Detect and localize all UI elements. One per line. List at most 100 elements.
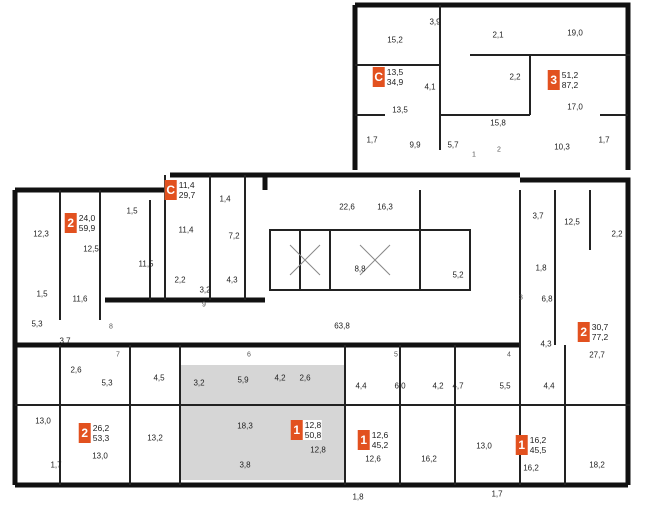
door-number: 4 [507, 351, 511, 359]
room-area: 12,3 [33, 229, 49, 239]
room-area: 2,6 [70, 365, 82, 375]
room-area: 2,2 [174, 275, 186, 285]
door-number: 9 [202, 301, 206, 309]
total-area: 53,3 [92, 433, 110, 443]
room-area: 2,2 [509, 72, 521, 82]
apartment-type: 1 [515, 435, 528, 455]
room-area: 2,6 [299, 373, 311, 383]
room-area: 1,7 [598, 135, 610, 145]
room-area: 9,9 [409, 140, 421, 150]
room-area: 5,3 [31, 319, 43, 329]
room-area: 17,0 [567, 102, 583, 112]
living-area: 51,2 [561, 70, 579, 80]
room-area: 3,9 [429, 17, 441, 27]
room-area: 1,7 [50, 460, 62, 470]
room-area: 18,2 [589, 460, 605, 470]
total-area: 87,2 [561, 80, 579, 90]
total-area: 29,7 [178, 190, 196, 200]
room-area: 4,4 [543, 381, 555, 391]
room-area: 27,7 [589, 350, 605, 360]
room-area: 16,3 [377, 202, 393, 212]
room-area: 22,6 [339, 202, 355, 212]
total-area: 45,2 [371, 440, 389, 450]
room-area: 6,0 [394, 381, 406, 391]
living-area: 30,7 [591, 322, 609, 332]
total-area: 50,8 [304, 430, 322, 440]
room-area: 4,3 [226, 275, 238, 285]
apartment-type: 2 [577, 322, 590, 342]
room-area: 2,2 [611, 229, 623, 239]
room-area: 5,9 [237, 375, 249, 385]
door-number: 6 [247, 351, 251, 359]
room-area: 3,7 [532, 211, 544, 221]
door-number: 2 [497, 146, 501, 154]
apartment-type: С [164, 180, 177, 200]
living-area: 24,0 [78, 213, 96, 223]
living-area: 26,2 [92, 423, 110, 433]
room-area: 11,4 [178, 225, 194, 235]
living-area: 12,8 [304, 420, 322, 430]
door-number: 1 [472, 151, 476, 159]
total-area: 77,2 [591, 332, 609, 342]
room-area: 8,8 [354, 264, 366, 274]
room-area: 13,0 [92, 451, 108, 461]
room-area: 12,8 [310, 445, 326, 455]
room-area: 12,5 [83, 244, 99, 254]
room-area: 12,6 [365, 454, 381, 464]
door-number: 3 [519, 294, 523, 302]
apartment-type: 1 [357, 430, 370, 450]
room-area: 13,5 [392, 105, 408, 115]
room-area: 1,7 [366, 135, 378, 145]
room-area: 1,4 [219, 194, 231, 204]
room-area: 4,1 [424, 82, 436, 92]
room-area: 4,4 [355, 381, 367, 391]
room-area: 1,8 [352, 492, 364, 502]
room-area: 15,8 [490, 118, 506, 128]
room-area: 11,5 [138, 259, 154, 269]
apartment-type: 2 [78, 423, 91, 443]
living-area: 12,6 [371, 430, 389, 440]
room-area: 4,5 [153, 373, 165, 383]
room-area: 4,2 [274, 373, 286, 383]
room-area: 16,2 [421, 454, 437, 464]
door-number: 5 [394, 351, 398, 359]
room-area: 13,0 [476, 441, 492, 451]
room-area: 5,5 [499, 381, 511, 391]
room-area: 16,2 [523, 463, 539, 473]
living-area: 16,2 [529, 435, 547, 445]
room-area: 5,2 [452, 270, 464, 280]
room-area: 12,5 [564, 217, 580, 227]
room-area: 3,8 [239, 460, 251, 470]
room-area: 6,8 [541, 294, 553, 304]
apartment-type: 3 [547, 70, 560, 90]
room-area: 19,0 [567, 28, 583, 38]
room-area: 1,8 [535, 263, 547, 273]
door-number: 7 [116, 351, 120, 359]
room-area: 2,1 [492, 30, 504, 40]
total-area: 34,9 [386, 77, 404, 87]
living-area: 13,5 [386, 67, 404, 77]
room-area: 7,2 [228, 231, 240, 241]
room-area: 5,7 [447, 140, 459, 150]
room-area: 3,2 [193, 378, 205, 388]
total-area: 45,5 [529, 445, 547, 455]
room-area: 5,3 [101, 378, 113, 388]
room-area: 15,2 [387, 35, 403, 45]
room-area: 4,7 [452, 381, 464, 391]
living-area: 11,4 [178, 180, 195, 190]
room-area: 3,7 [59, 336, 71, 346]
room-area: 1,5 [126, 206, 138, 216]
door-number: 8 [109, 323, 113, 331]
apartment-type: 1 [290, 420, 303, 440]
